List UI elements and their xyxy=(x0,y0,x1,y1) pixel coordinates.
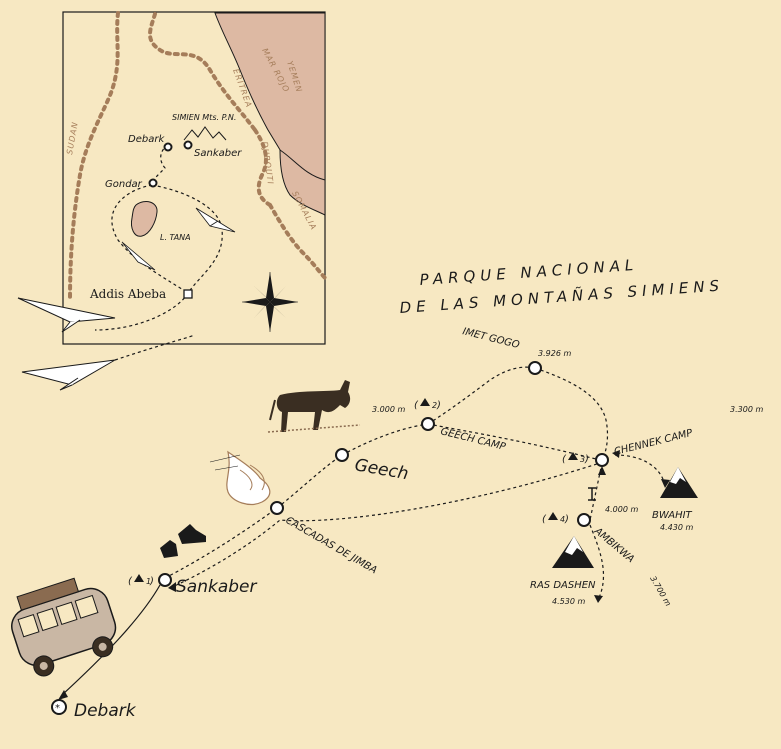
mountains-icon xyxy=(183,126,227,141)
tent-icon xyxy=(568,452,578,460)
bwahit-label: BWAHIT xyxy=(652,510,693,521)
route-bwahit xyxy=(614,454,666,486)
cascadas-stop xyxy=(270,501,284,515)
arrow-head xyxy=(598,466,606,475)
inset-debark-label: Debark xyxy=(128,134,165,145)
route-chennek xyxy=(534,367,609,461)
pass-alt: 4.000 m xyxy=(605,505,638,514)
imet-gogo-label: IMET GOGO xyxy=(461,326,520,351)
bwahit-alt: 4.430 m xyxy=(660,523,693,532)
boots-icon xyxy=(160,524,206,558)
debark-label: Debark xyxy=(74,701,137,721)
svg-text:): ) xyxy=(436,400,441,411)
svg-text:(: ( xyxy=(128,576,133,587)
camp-marker-1: ( 1 ) xyxy=(128,574,154,587)
camp-marker-4: ( 4 ) xyxy=(542,512,569,525)
ambikwa-stop xyxy=(577,513,591,527)
ambikwa-alt: 3.700 m xyxy=(648,575,673,608)
paper-plane-icon xyxy=(21,359,116,391)
trek-routes xyxy=(58,366,670,700)
debark-stop xyxy=(51,699,67,715)
pass-icon xyxy=(588,487,596,501)
inset-sankaber-dot xyxy=(183,140,193,150)
svg-text:1: 1 xyxy=(146,577,151,586)
car-icon xyxy=(11,577,117,677)
geech-alt-label: 3.000 m xyxy=(372,405,405,414)
somalia-border xyxy=(268,203,327,280)
imet-gogo-alt: 3.926 m xyxy=(538,349,571,358)
inset-gondar-label: Gondar xyxy=(105,179,143,190)
inset-sankaber-label: Sankaber xyxy=(194,148,242,159)
svg-text:(: ( xyxy=(562,454,567,465)
djibouti-border xyxy=(253,128,272,207)
inset-route-3 xyxy=(111,184,189,294)
lake-label: L. TANA xyxy=(160,233,191,242)
inset-park-label: SIMIEN Mts. P.N. xyxy=(172,113,236,122)
geech-camp-stop xyxy=(421,417,435,431)
arrow-head xyxy=(58,690,68,700)
svg-text:(: ( xyxy=(542,514,547,525)
inset-map: MAR ROJO YEMEN ERITREA DJIBOUTI SOMALIA … xyxy=(62,11,327,345)
svg-text:): ) xyxy=(149,576,154,587)
geech-stop xyxy=(335,448,349,462)
route-cascadas-geech xyxy=(276,454,343,509)
sankaber-label: Sankaber xyxy=(176,577,257,597)
paper-plane-icon xyxy=(121,241,156,271)
camp-marker-3: ( 3 ) xyxy=(562,452,589,465)
flight-route xyxy=(114,334,196,361)
geech-label: Geech xyxy=(353,455,410,484)
ambikwa-label: AMBIKWA xyxy=(591,525,636,565)
svg-text:3: 3 xyxy=(580,455,585,464)
svg-text:): ) xyxy=(584,454,589,465)
compass-rose-icon xyxy=(242,272,298,332)
paper-plane-icon xyxy=(195,207,236,233)
chennek-stop xyxy=(595,453,609,467)
gulf-of-aden xyxy=(279,149,326,216)
chennek-label: CHENNEK CAMP xyxy=(613,428,695,458)
tent-icon xyxy=(134,574,144,582)
svg-text:2: 2 xyxy=(432,401,437,410)
asterisk-icon: * xyxy=(55,703,60,714)
route-camp-chennek xyxy=(427,423,601,461)
route-return xyxy=(169,462,601,589)
sankaber-stop xyxy=(158,573,172,587)
route-geech-camp xyxy=(341,423,429,456)
cascadas-label: CASCADAS DE JIMBA xyxy=(284,515,379,576)
inset-addis-label: Addis Abeba xyxy=(89,287,166,301)
svg-text:(: ( xyxy=(414,400,419,411)
ras-dashen-alt: 4.530 m xyxy=(552,597,585,606)
svg-text:): ) xyxy=(564,514,569,525)
route-ras-dashen xyxy=(589,524,605,601)
tent-icon xyxy=(548,512,558,520)
inset-addis-marker xyxy=(183,289,193,299)
peak-icon xyxy=(552,536,594,568)
arrow-head xyxy=(168,582,176,592)
tent-icon xyxy=(420,398,430,406)
arrow-head xyxy=(661,479,670,488)
geech-camp-label: GEECH CAMP xyxy=(439,426,507,453)
route-imet-gogo xyxy=(427,366,536,425)
eritrea-border xyxy=(148,12,257,132)
sudan-border xyxy=(68,11,120,302)
arrow-head xyxy=(612,450,620,458)
camp-marker-2: ( 2 ) xyxy=(414,398,441,411)
inset-debark-dot xyxy=(163,142,173,152)
imet-gogo-stop xyxy=(528,361,542,375)
arrow-head xyxy=(594,595,603,603)
svg-text:4: 4 xyxy=(560,515,565,524)
waterfall-icon xyxy=(209,450,271,505)
donkey-icon xyxy=(267,380,361,433)
peak-icon xyxy=(660,467,698,498)
chennek-alt: 3.300 m xyxy=(730,405,763,414)
road-debark-sankaber xyxy=(61,584,161,696)
route-ambikwa xyxy=(589,462,603,521)
inset-route-2 xyxy=(151,184,223,294)
lake-tana xyxy=(131,201,158,237)
ras-dashen-label: RAS DASHEN xyxy=(530,580,596,591)
stops: * xyxy=(51,361,609,715)
paper-plane-icon xyxy=(17,297,116,333)
inset-gondar-dot xyxy=(148,178,158,188)
route-sankaber-cascadas xyxy=(164,507,278,579)
